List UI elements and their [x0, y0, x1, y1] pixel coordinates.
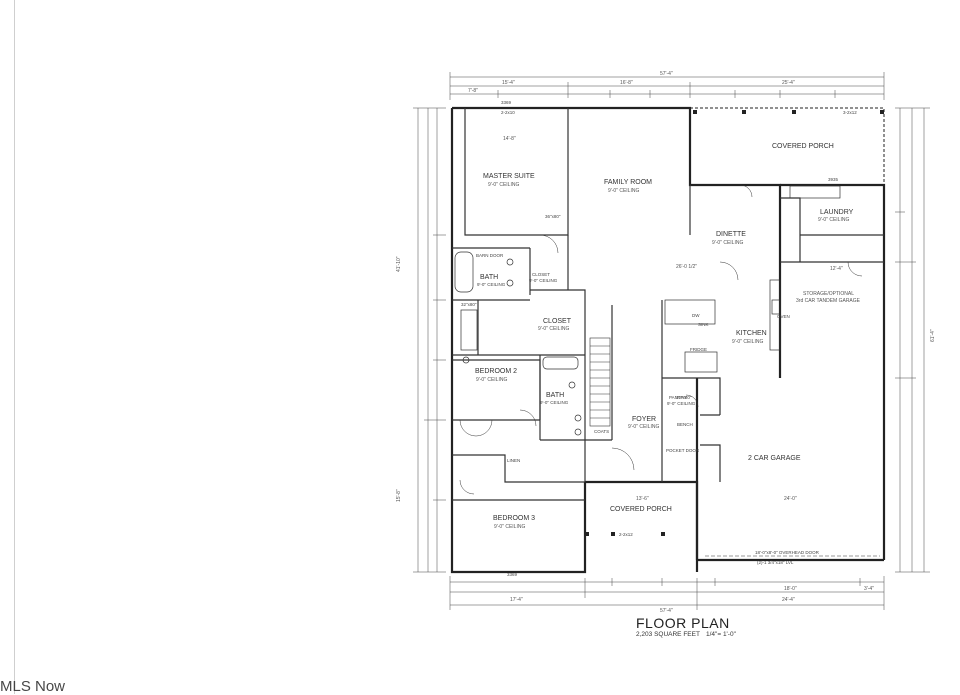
- room-storage: STORAGE/OPTIONAL: [803, 291, 854, 297]
- room-covered-porch-rear: COVERED PORCH: [772, 143, 834, 150]
- dimension-labels: 57'-4" 15'-4" 16'-8" 25'-4" 7'-8" 14'-8"…: [396, 71, 936, 614]
- room-family-room-ceiling: 9'-0" CEILING: [608, 188, 639, 194]
- dim-bottom-17-4: 17'-4": [510, 597, 523, 603]
- dim-bottom-18-0: 18'-0": [784, 586, 797, 592]
- bath-fixtures: [454, 251, 582, 436]
- door-swings: [459, 184, 863, 495]
- right-dimension-lines: [895, 107, 930, 573]
- dim-storage-12-4: 12'-4": [830, 266, 843, 272]
- room-master-suite-ceiling: 9'-0" CEILING: [488, 182, 519, 188]
- room-labels: MASTER SUITE 9'-0" CEILING FAMILY ROOM 9…: [475, 143, 861, 565]
- dim-top-16-8: 16'-8": [620, 80, 633, 86]
- room-closet: CLOSET: [543, 318, 572, 325]
- left-border-rule: [14, 0, 15, 694]
- kitchen-fixtures: [664, 185, 841, 373]
- room-coats: COATS: [594, 429, 609, 434]
- dim-overall-top: 57'-4": [660, 71, 673, 77]
- left-dimension-lines: [413, 107, 446, 573]
- room-pantry-ceiling: 9'-0" CEILING: [667, 401, 696, 406]
- room-foyer: FOYER: [632, 416, 656, 423]
- exterior-walls: [450, 106, 886, 574]
- hdr-3-2x12: 3-2x12: [843, 110, 857, 115]
- hdr-2-2x12: 2-2x12: [619, 532, 633, 537]
- dim-master-14-8: 14'-8": [503, 136, 516, 142]
- label-dw: DW: [692, 313, 700, 318]
- room-bedroom-3-ceiling: 9'-0" CEILING: [494, 524, 525, 530]
- room-dinette-ceiling: 9'-0" CEILING: [712, 240, 743, 246]
- watermark-logo: MLS Now: [0, 678, 66, 695]
- dim-door-32x80: 32"x80": [461, 302, 477, 307]
- hdr-3369-bottom: 3369: [507, 572, 518, 577]
- dim-top-15-4: 15'-4": [502, 80, 515, 86]
- stairs: [589, 337, 611, 427]
- room-closet-small-ceiling: 9'-0" CEILING: [529, 278, 558, 283]
- room-pantry: PANTRY: [669, 395, 687, 400]
- room-laundry-ceiling: 9'-0" CEILING: [818, 217, 849, 223]
- room-dinette: DINETTE: [716, 231, 746, 238]
- room-master-suite: MASTER SUITE: [483, 173, 535, 180]
- dim-overall-bottom: 57'-4": [660, 608, 673, 614]
- dim-bottom-3-4: 3'-4": [864, 586, 874, 592]
- hdr-2-2x10: 2-2x10: [501, 110, 515, 115]
- dim-right-side: 61'-4": [930, 329, 936, 342]
- porch-columns: [585, 110, 884, 536]
- room-storage-sub: 3rd CAR TANDEM GARAGE: [796, 298, 861, 304]
- dim-porch-13-6: 13'-6": [636, 496, 649, 502]
- room-closet-ceiling: 9'-0" CEILING: [538, 326, 569, 332]
- room-bedroom-3: BEDROOM 3: [493, 515, 535, 522]
- label-oven: OVEN: [777, 314, 790, 319]
- dim-bottom-24-4: 24'-4": [782, 597, 795, 603]
- room-bath-master: BATH: [480, 274, 498, 281]
- room-kitchen-ceiling: 9'-0" CEILING: [732, 339, 763, 345]
- room-laundry: LAUNDRY: [820, 209, 854, 216]
- room-family-room: FAMILY ROOM: [604, 179, 652, 186]
- top-dimension-lines: [449, 72, 885, 100]
- drawing-scale: 1/4"= 1'-0": [706, 631, 736, 638]
- dim-left-side: 41'-10": [396, 256, 402, 272]
- dim-top-25-4: 25'-4": [782, 80, 795, 86]
- label-header-lvl: (2)-1 3/4"x18" LVL: [757, 560, 794, 565]
- room-covered-porch-front: COVERED PORCH: [610, 506, 672, 513]
- dim-door-36x80: 36"x80": [545, 214, 561, 219]
- hdr-3935: 3935: [828, 177, 839, 182]
- label-pocket-door: POCKET DOOR: [666, 448, 700, 453]
- room-bath-2-ceiling: 9'-0" CEILING: [540, 400, 569, 405]
- interior-walls: [452, 108, 884, 501]
- page-title: FLOOR PLAN: [636, 615, 730, 631]
- room-bedroom-2: BEDROOM 2: [475, 368, 517, 375]
- dim-door-30x80: 30"x80": [676, 395, 692, 400]
- label-sink: SINK: [698, 322, 709, 327]
- room-bath-2: BATH: [546, 392, 564, 399]
- label-fridge: FRIDGE: [690, 347, 707, 352]
- dim-garage-24-0: 24'-0": [784, 496, 797, 502]
- dim-top-7-8: 7'-8": [468, 88, 478, 94]
- square-footage: 2,203 SQUARE FEET: [636, 631, 700, 638]
- label-overhead-door: 18'-0"x8'-0" OVERHEAD DOOR: [755, 550, 820, 555]
- bottom-dimension-lines: [449, 576, 885, 610]
- room-bench: BENCH: [677, 422, 693, 427]
- hdr-3369-top: 3369: [501, 100, 512, 105]
- room-linen: LINEN: [507, 458, 520, 463]
- room-closet-small: CLOSET: [532, 272, 550, 277]
- room-kitchen: KITCHEN: [736, 330, 767, 337]
- room-bedroom-2-ceiling: 9'-0" CEILING: [476, 377, 507, 383]
- room-2-car-garage: 2 CAR GARAGE: [748, 455, 801, 462]
- dim-family-26: 26'-0 1/2": [676, 264, 697, 270]
- room-bath-master-ceiling: 9'-0" CEILING: [477, 282, 506, 287]
- label-barn-door: BARN DOOR: [476, 253, 504, 258]
- room-foyer-ceiling: 9'-0" CEILING: [628, 424, 659, 430]
- dim-left-lower: 15'-8": [396, 489, 402, 502]
